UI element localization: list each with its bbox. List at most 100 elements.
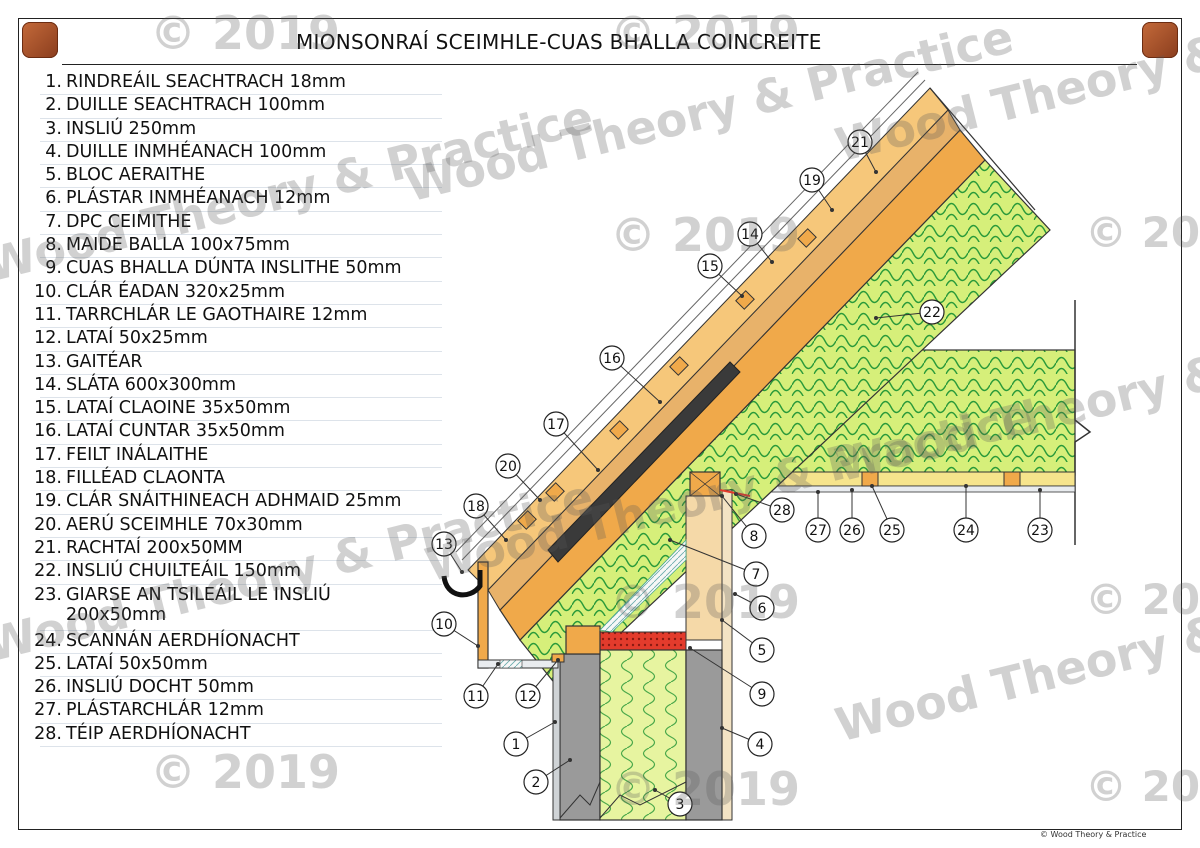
callout-arrowhead bbox=[733, 592, 737, 596]
legend-number: 18. bbox=[34, 468, 62, 489]
legend-item: 16.LATAÍ CUNTAR 35x50mm bbox=[22, 421, 442, 446]
legend-number: 20. bbox=[34, 514, 62, 535]
callout-arrowhead bbox=[688, 646, 692, 650]
callout-arrowhead bbox=[874, 170, 878, 174]
callout-arrowhead bbox=[734, 492, 738, 496]
legend-item: 15.LATAÍ CLAOINE 35x50mm bbox=[22, 398, 442, 422]
legend-item: 19.CLÁR SNÁITHINEACH ADHMAID 25mm bbox=[22, 491, 442, 515]
callout-label: 8 bbox=[750, 529, 759, 545]
legend-item: 13.GAITÉAR bbox=[22, 352, 442, 376]
callout-label: 21 bbox=[851, 135, 869, 151]
legend-item: 4.DUILLE INMHÉANACH 100mm bbox=[22, 142, 442, 166]
legend-text: SCANNÁN AERDHÍONACHT bbox=[66, 630, 300, 651]
legend-text: CUAS BHALLA DÚNTA INSLITHE 50mm bbox=[66, 258, 402, 279]
legend-item: 20.AERÚ SCEIMHLE 70x30mm bbox=[22, 514, 442, 539]
batten-25b bbox=[1003, 471, 1021, 487]
legend-text: TÉIP AERDHÍONACHT bbox=[66, 723, 251, 744]
legend-number: 7. bbox=[45, 211, 62, 232]
legend-text: INSLIÚ 250mm bbox=[66, 118, 197, 139]
legend-number: 5. bbox=[45, 165, 62, 186]
legend-number: 21. bbox=[34, 537, 62, 558]
legend-item: 21.RACHTAÍ 200x50MM bbox=[22, 537, 442, 562]
callout-label: 6 bbox=[758, 601, 767, 617]
copyright-footer: © Wood Theory & Practice bbox=[1040, 830, 1147, 839]
legend-text: FEILT INÁLAITHE bbox=[66, 444, 209, 465]
legend-item: 26.INSLIÚ DOCHT 50mm bbox=[22, 677, 442, 701]
callout-label: 4 bbox=[756, 737, 765, 753]
legend-item: 5.BLOC AERAITHE bbox=[22, 165, 442, 189]
legend-item: 6.PLÁSTAR INMHÉANACH 12mm bbox=[22, 188, 442, 213]
callout-arrowhead bbox=[568, 758, 572, 762]
callout-arrowhead bbox=[668, 538, 672, 542]
legend-number: 11. bbox=[34, 304, 62, 325]
callout-arrowhead bbox=[460, 570, 464, 574]
callout-label: 15 bbox=[701, 259, 719, 275]
callout-arrowhead bbox=[538, 498, 542, 502]
legend-item: 12.LATAÍ 50x25mm bbox=[22, 328, 442, 352]
title-underline bbox=[62, 64, 1137, 65]
legend-text: CLÁR ÉADAN 320x25mm bbox=[66, 281, 286, 302]
callout-arrowhead bbox=[556, 658, 560, 662]
legend-item: 28.TÉIP AERDHÍONACHT bbox=[22, 723, 442, 748]
brand-logo-left bbox=[22, 22, 58, 58]
callout-arrowhead bbox=[964, 484, 968, 488]
callout-circle bbox=[805, 517, 831, 543]
legend-item: 7.DPC CEIMITHE bbox=[22, 211, 442, 236]
callout-label: 23 bbox=[1031, 523, 1049, 539]
legend-item: 22.INSLIÚ CHUILTEÁIL 150mm bbox=[22, 561, 442, 585]
callout-circle bbox=[1027, 517, 1053, 543]
callout-circle bbox=[749, 595, 775, 621]
callout-circle bbox=[919, 299, 945, 325]
felt-strip bbox=[547, 361, 741, 563]
legend-item: 27.PLÁSTARCHLÁR 12mm bbox=[22, 700, 442, 725]
callout-label: 27 bbox=[809, 523, 827, 539]
callout-label: 19 bbox=[803, 173, 821, 189]
cavity-insulation bbox=[599, 649, 687, 821]
legend-number: 6. bbox=[45, 188, 62, 209]
inner-plaster bbox=[721, 489, 733, 821]
legend-number: 8. bbox=[45, 235, 62, 256]
callout-circle bbox=[743, 561, 769, 587]
callout-circle bbox=[769, 497, 795, 523]
legend-number: 16. bbox=[34, 421, 62, 442]
legend-number: 22. bbox=[34, 561, 62, 582]
legend-number: 12. bbox=[34, 328, 62, 349]
callout-circle bbox=[599, 345, 625, 371]
legend-text: BLOC AERAITHE bbox=[66, 165, 206, 186]
legend-number: 10. bbox=[34, 281, 62, 302]
callout-label: 3 bbox=[676, 797, 685, 813]
callout-label: 2 bbox=[532, 775, 541, 791]
callout-circle bbox=[495, 453, 521, 479]
callout-circle bbox=[697, 253, 723, 279]
callout-arrowhead bbox=[1038, 488, 1042, 492]
legend-text: TARRCHLÁR LE GAOTHAIRE 12mm bbox=[66, 304, 368, 325]
callout-circle bbox=[799, 167, 825, 193]
legend-item: 24.SCANNÁN AERDHÍONACHT bbox=[22, 630, 442, 655]
callout-arrowhead bbox=[770, 260, 774, 264]
legend-number: 23. bbox=[34, 584, 62, 605]
legend-item: 2.DUILLE SEACHTRACH 100mm bbox=[22, 95, 442, 119]
legend-item: 18.FILLÉAD CLAONTA bbox=[22, 468, 442, 492]
legend-item: 8.MAIDE BALLA 100x75mm bbox=[22, 235, 442, 259]
callout-circle bbox=[749, 681, 775, 707]
legend-number: 15. bbox=[34, 398, 62, 419]
legend-item: 10.CLÁR ÉADAN 320x25mm bbox=[22, 281, 442, 306]
legend-text: AERÚ SCEIMHLE 70x30mm bbox=[66, 514, 303, 535]
legend-number: 3. bbox=[45, 118, 62, 139]
legend-text: INSLIÚ CHUILTEÁIL 150mm bbox=[66, 561, 302, 582]
legend-number: 9. bbox=[45, 258, 62, 279]
callout-label: 12 bbox=[519, 689, 537, 705]
callout-label: 25 bbox=[883, 523, 901, 539]
legend-item: 3.INSLIÚ 250mm bbox=[22, 118, 442, 143]
legend-text: GIARSE AN TSILEÁIL LE INSLIÚ 200x50mm bbox=[66, 584, 331, 625]
callout-leader bbox=[689, 647, 763, 695]
callout-circle bbox=[953, 517, 979, 543]
callout-arrowhead bbox=[816, 490, 820, 494]
callout-leader bbox=[669, 539, 757, 575]
callout-arrowhead bbox=[720, 494, 724, 498]
callout-label: 14 bbox=[741, 227, 759, 243]
callout-label: 16 bbox=[603, 351, 621, 367]
callout-arrowhead bbox=[553, 720, 557, 724]
